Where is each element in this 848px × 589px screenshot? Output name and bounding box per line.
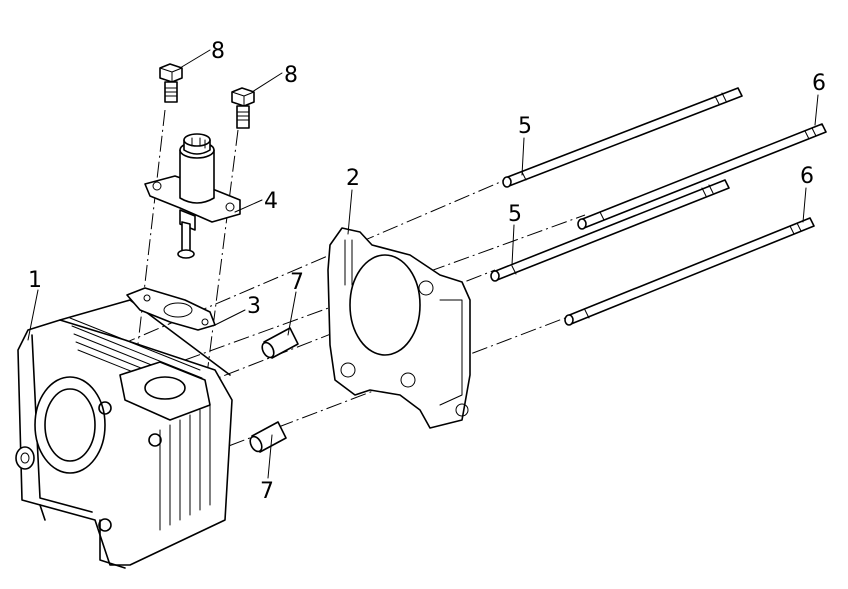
dowel-pin-upper — [261, 327, 299, 359]
callout-7-upper: 7 — [290, 270, 304, 295]
dowel-pin-lower — [249, 421, 287, 453]
cylinder-gasket — [327, 227, 471, 429]
callout-4: 4 — [264, 189, 278, 214]
callout-labels: 1 2 3 4 5 5 6 6 7 7 8 8 — [28, 39, 826, 504]
leader-lines — [27, 49, 819, 479]
callout-5-lower: 5 — [508, 202, 522, 227]
callout-7-lower: 7 — [260, 479, 274, 504]
cam-chain-tensioner — [144, 133, 241, 259]
stud-6-lower — [564, 217, 815, 326]
bolt-8a — [159, 63, 183, 103]
callout-1: 1 — [28, 268, 42, 293]
callout-6-lower: 6 — [800, 164, 814, 189]
callout-2: 2 — [346, 166, 360, 191]
stud-6-upper — [577, 123, 827, 230]
stud-5-upper — [502, 87, 743, 188]
callout-8-lower: 8 — [284, 63, 298, 88]
callout-3: 3 — [247, 294, 261, 319]
stud-5-lower — [490, 179, 730, 282]
callout-8-upper: 8 — [211, 39, 225, 64]
bolt-8b — [231, 87, 255, 129]
callout-5-upper: 5 — [518, 114, 532, 139]
cylinder-block — [15, 299, 233, 569]
callout-6-upper: 6 — [812, 71, 826, 96]
